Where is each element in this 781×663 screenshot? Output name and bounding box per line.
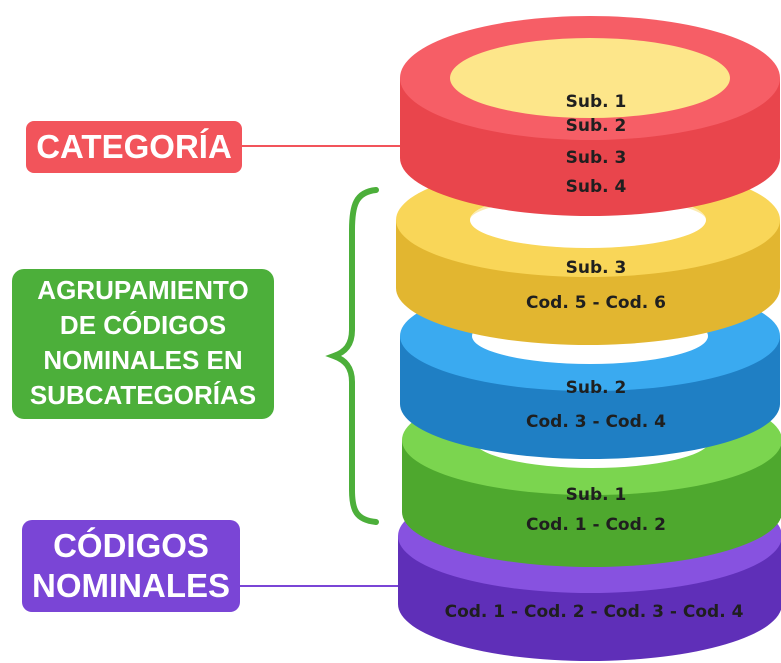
red-ring-text-2: Sub. 2 (565, 116, 627, 136)
ring-red (400, 16, 780, 216)
agrupamiento-label-line-4: SUBCATEGORÍAS (29, 380, 257, 410)
red-ring-text-3: Sub. 3 (565, 148, 627, 168)
blue-ring-text-1: Sub. 2 (565, 378, 627, 398)
red-ring-text-1: Sub. 1 (565, 92, 627, 112)
agrupamiento-label-line-1: AGRUPAMIENTO (37, 275, 249, 305)
codigos-label-line-2: NOMINALES (32, 567, 230, 604)
yellow-ring-text-1: Sub. 3 (565, 258, 627, 278)
codigos-label-bg (22, 520, 240, 612)
codigos-label: CÓDIGOS NOMINALES (22, 526, 240, 606)
grouping-brace (325, 187, 379, 525)
green-ring-text-2: Cod. 1 - Cod. 2 (526, 515, 666, 535)
blue-ring-text-2: Cod. 3 - Cod. 4 (526, 412, 666, 432)
green-ring-text-1: Sub. 1 (565, 485, 627, 505)
agrupamiento-label-line-3: NOMINALES EN (43, 345, 243, 375)
codigos-label-line-1: CÓDIGOS (53, 527, 209, 564)
purple-ring-text-1: Cod. 1 - Cod. 2 - Cod. 3 - Cod. 4 (444, 602, 744, 622)
agrupamiento-label-line-2: DE CÓDIGOS (59, 310, 227, 340)
agrupamiento-label: AGRUPAMIENTO DE CÓDIGOS NOMINALES EN SUB… (12, 273, 274, 413)
agrupamiento-label-bg (12, 269, 274, 419)
categoria-label: CATEGORÍA (36, 128, 232, 165)
red-ring-text-4: Sub. 4 (565, 177, 627, 197)
yellow-ring-text-2: Cod. 5 - Cod. 6 (526, 293, 666, 313)
categoria-label-bg (26, 121, 242, 173)
